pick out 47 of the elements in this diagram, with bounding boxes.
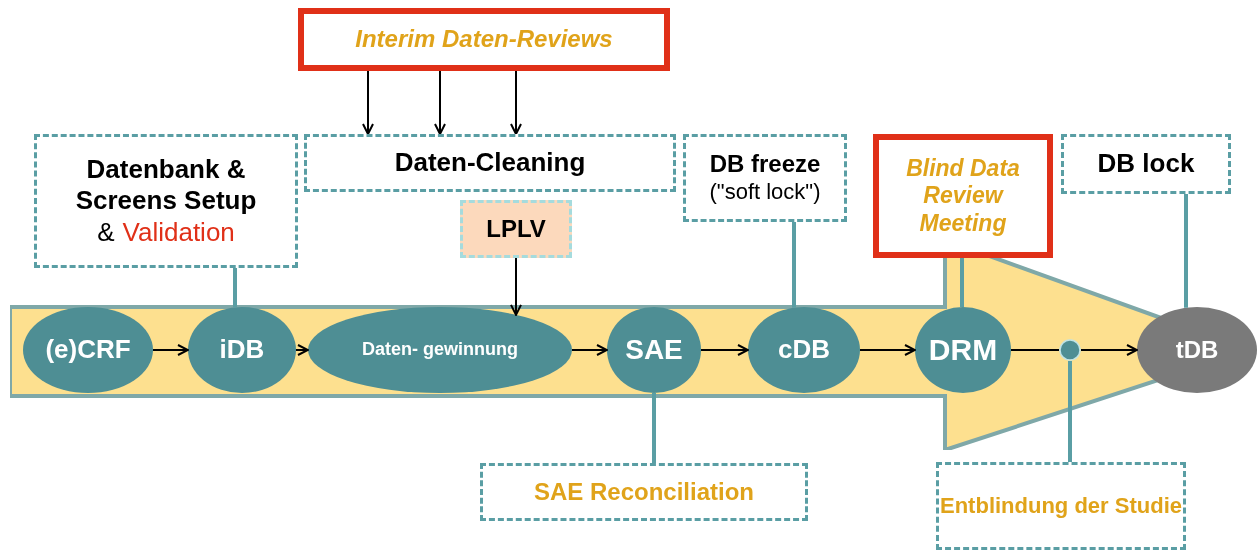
connector [792,222,796,308]
label-text: SAE Reconciliation [533,477,754,507]
label-text: LPLV [486,214,546,244]
label-text: DRM [928,332,998,368]
label-text: & [97,216,115,247]
connector [295,344,309,356]
connector [571,344,608,356]
connector [434,70,446,135]
label-text: Validation [122,216,235,247]
connector [362,70,374,135]
connector [1010,349,1060,351]
stage-ellipse [1137,307,1257,393]
label-text: Datenbank & Screens Setup [74,154,258,217]
process-box [480,463,808,521]
label-text: DB freeze [709,150,821,180]
meeting-box [873,134,1053,258]
review-box [298,8,670,71]
connector [1068,361,1072,462]
label-text: cDB [778,334,830,366]
process-box [1061,134,1231,194]
connector [510,70,522,135]
label-text: SAE [625,333,683,367]
label-text: Daten-Cleaning [394,147,586,179]
milestone-dot [1059,339,1081,361]
milestone-box [460,200,572,258]
connector [510,257,522,316]
label-text: tDB [1175,335,1219,365]
connector [233,268,237,308]
connector [652,393,656,463]
connector [700,344,749,356]
process-box [34,134,298,268]
label-text: Interim Daten-Reviews [355,25,613,54]
connector [1184,194,1188,308]
connector [1080,344,1138,356]
label-text: Daten- gewinnung [362,339,518,361]
label-text: (e)CRF [45,334,131,366]
connector [152,344,189,356]
label-text: Entblindung der Studie [940,492,1182,520]
connector [859,344,916,356]
label-text: ("soft lock") [709,179,821,206]
connector [960,258,964,307]
process-box [304,134,676,192]
label-text: DB lock [1097,148,1195,180]
label-text: iDB [219,334,265,366]
process-box [683,134,847,222]
process-box [936,462,1186,550]
label-text: Blind Data Review Meeting [905,154,1021,238]
